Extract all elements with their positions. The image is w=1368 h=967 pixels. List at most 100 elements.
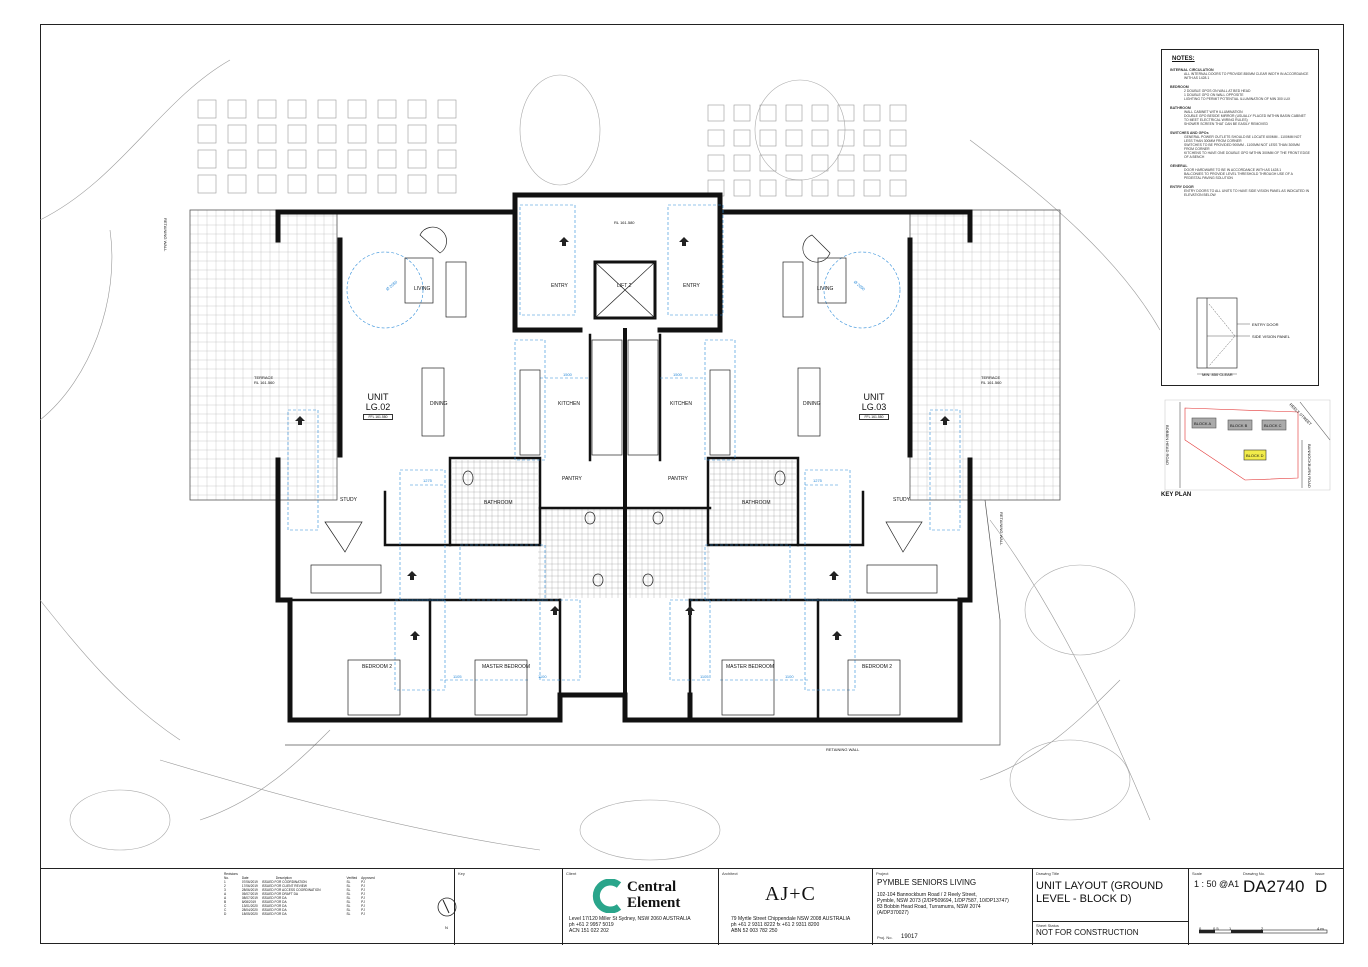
- rev-approved: PJ: [361, 908, 365, 912]
- bath-tiles-right: [710, 460, 796, 545]
- scale-bar-2: 2: [1261, 926, 1264, 931]
- rev-no: C: [224, 904, 227, 908]
- master-bedroom-label-right: MASTER BEDROOM: [726, 664, 775, 670]
- notes-item: LIGHTING TO PERMIT POTENTIAL ILLUMINATIO…: [1184, 97, 1291, 101]
- rev-desc: ISSUED FOR CLIENT REVIEW: [261, 884, 307, 888]
- notes-section: SWITCHES AND GPOs GENERAL POWER OUTLETS …: [1170, 131, 1310, 159]
- door-arrows: [295, 237, 950, 640]
- dim-study-left: 1275: [423, 478, 432, 483]
- architect-logo: AJ+C: [765, 883, 816, 905]
- notes-item: ENTRY DOORS TO ALL UNITS TO HAVE SIDE VI…: [1184, 189, 1310, 197]
- notes-item: DOOR HARDWARE TO BE IN ACCORDANCE WITH A…: [1184, 168, 1282, 172]
- north-arrow-icon: [437, 897, 457, 917]
- retaining-wall-label-right: RETAINING WALL: [999, 512, 1004, 546]
- bath-tiles-left: [452, 460, 538, 545]
- rev-no: 3: [224, 888, 226, 892]
- unit-lg03-name: UNIT: [863, 392, 885, 402]
- scale-bar-1: 1: [1229, 926, 1232, 931]
- dim-kitchen-right: 1500: [673, 372, 682, 377]
- notes-section: GENERAL DOOR HARDWARE TO BE IN ACCORDANC…: [1170, 164, 1310, 180]
- rev-date: 08/07/2019: [241, 896, 258, 900]
- unit-lg03-code: LG.03: [861, 402, 887, 412]
- dimension-lines: [287, 204, 961, 691]
- scale-value: 1 : 50 @A1: [1194, 879, 1240, 889]
- unit-lg03-ffl: FFL 161.580: [859, 414, 889, 420]
- rev-verified: SL: [346, 888, 351, 892]
- rev-no: 1: [224, 880, 226, 884]
- notes-item: 1 DOUBLE GPO ON WALL OPPOSITE: [1184, 93, 1244, 97]
- legend-side-vision: SIDE VISION PANEL: [1252, 334, 1290, 339]
- notes-section: ENTRY DOOR ENTRY DOORS TO ALL UNITS TO H…: [1170, 185, 1310, 197]
- study-label-left: STUDY: [340, 497, 357, 503]
- walls: [275, 192, 973, 723]
- architect-panel: Architect AJ+C 79 Myrtle Street Chippend…: [718, 869, 872, 945]
- rev-date: 05/07/2019: [241, 892, 258, 896]
- rev-verified: SL: [346, 884, 351, 888]
- keyplan-block-c: BLOCK C: [1264, 423, 1282, 428]
- entry-label-left: ENTRY: [551, 283, 568, 289]
- drawing-title-label: Drawing Title: [1036, 871, 1060, 876]
- entry-door-elevation: [1196, 297, 1250, 375]
- retaining-wall-label-left: RETAINING WALL: [163, 218, 168, 252]
- rev-verified: SL: [346, 908, 351, 912]
- scale-bar-05: 0.5: [1213, 926, 1219, 931]
- scale-bar: [1199, 929, 1328, 934]
- legend-entry-door: ENTRY DOOR: [1252, 322, 1279, 327]
- pantry-label-right: PANTRY: [668, 476, 688, 482]
- notes-heading: ENTRY DOOR: [1170, 185, 1194, 189]
- lobby-rl-label: RL 161.580: [614, 220, 635, 225]
- retaining-wall-line: [285, 499, 1001, 746]
- drawing-title-panel: Drawing Title UNIT LAYOUT (GROUND LEVEL …: [1032, 869, 1189, 945]
- bedroom2-label-right: BEDROOM 2: [862, 664, 893, 670]
- rev-approved: PJ: [361, 904, 365, 908]
- keyplan-road-bobbin: BOBBIN HEAD ROAD: [1165, 425, 1170, 466]
- client-address-2: ph +61 2 9957 5019: [569, 922, 614, 928]
- rev-approved: PJ: [361, 880, 365, 884]
- retaining-wall-label: RETAINING WALL: [826, 747, 860, 752]
- furniture: [310, 226, 938, 716]
- rev-desc: ISSUED FOR DA: [261, 908, 287, 912]
- drawing-title-line-1: UNIT LAYOUT (GROUND: [1036, 880, 1164, 892]
- notes-item: WALL CABINET WITH ILLUMINATION: [1184, 110, 1243, 114]
- revisions-panel: Revisions No. Date Description Verified …: [222, 869, 492, 945]
- drawing-sheet-border: [40, 24, 1344, 944]
- rev-date: 28/06/2019: [241, 888, 258, 892]
- rev-date: 13/01/2020: [241, 904, 258, 908]
- notes-item: BALCONIES TO PROVIDE LEVEL THRESHOLD THR…: [1184, 172, 1293, 180]
- issue-label: Issue: [1315, 871, 1325, 876]
- rev-no: D: [224, 912, 227, 916]
- project-address-2: Pymble, NSW 2073 (2/DP509694, 1/DP7587, …: [877, 898, 1009, 904]
- architect-address-3: ABN 52 003 782 250: [731, 928, 778, 934]
- rev-desc: ISSUED FOR DA: [261, 896, 287, 900]
- keyplan-road-bannockburn: BANNOCKBURN ROAD: [1307, 444, 1312, 488]
- rev-desc: ISSUED FOR ACCESS COORDINATION: [261, 888, 321, 892]
- notes-item: ALL INTERNAL DOORS TO PROVIDE 850MM CLEA…: [1184, 72, 1309, 80]
- issue-value: D: [1315, 877, 1328, 896]
- kitchen-label-right: KITCHEN: [670, 401, 692, 407]
- rev-desc: ISSUED FOR DA: [261, 900, 287, 904]
- terrace-rl-right: RL 161.560: [981, 380, 1002, 385]
- rev-desc: ISSUED FOR COORDINATION: [261, 880, 307, 884]
- top-left-paver-grid: [197, 99, 457, 194]
- rev-no: C: [224, 908, 227, 912]
- notes-panel: NOTES: INTERNAL CIRCULATION ALL INTERNAL…: [1161, 49, 1319, 386]
- unit-lg02-tag: UNIT LG.02 FFL 161.580: [363, 392, 393, 420]
- notes-item: SHOWER SCREEN THAT CAN BE EASILY REMOVED: [1184, 122, 1268, 126]
- rev-col-desc: Description: [275, 876, 292, 880]
- rev-verified: SL: [346, 900, 351, 904]
- terrace-label-left: TERRACE: [254, 375, 274, 380]
- lift-label: LIFT 2: [617, 283, 632, 289]
- dim-study-right: 1275: [813, 478, 822, 483]
- pantry-label-left: PANTRY: [562, 476, 582, 482]
- rev-col-no: No.: [224, 876, 229, 880]
- notes-heading: INTERNAL CIRCULATION: [1170, 68, 1214, 72]
- rev-no: 2: [224, 884, 226, 888]
- drawing-title-line-2: LEVEL - BLOCK D): [1036, 893, 1132, 905]
- project-number: 19017: [901, 934, 918, 940]
- notes-section: INTERNAL CIRCULATION ALL INTERNAL DOORS …: [1170, 68, 1310, 80]
